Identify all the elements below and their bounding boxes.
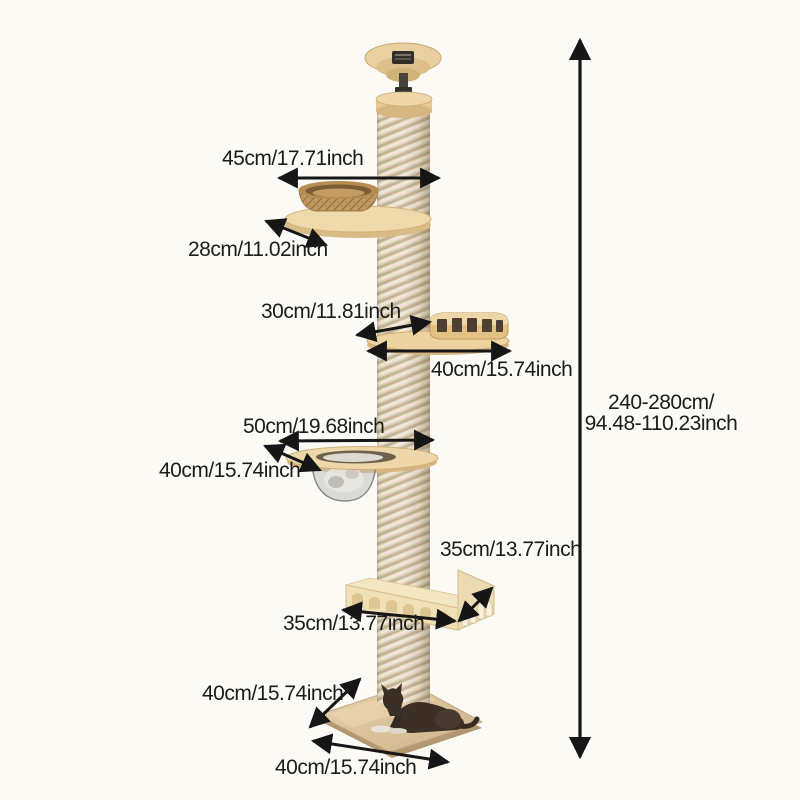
storage-basket <box>298 181 379 212</box>
dim-label-hammock-depth: 40cm/15.74inch <box>159 459 301 482</box>
cat-figure <box>371 683 480 734</box>
arrow-base-width <box>310 733 451 770</box>
dim-label-hammock-ring-width: 50cm/19.68inch <box>243 415 385 438</box>
screw-head <box>392 51 414 64</box>
dim-label-base-depth: 40cm/15.74inch <box>202 682 344 705</box>
arrow-bed-front-width <box>340 601 458 630</box>
dim-label-bed-side-depth: 35cm/13.77inch <box>440 538 582 561</box>
cat-head <box>381 683 404 710</box>
dim-label-overall-height: 240-280cm/ 94.48-110.23inch <box>583 392 739 434</box>
arrow-top-platform-depth <box>264 218 328 248</box>
dim-label-lounger-width: 40cm/15.74inch <box>431 358 573 381</box>
dimension-arrows <box>263 37 592 770</box>
capsule-hammock <box>285 446 439 502</box>
arrow-bed-side-depth <box>457 586 494 623</box>
dim-label-top-platform-width: 45cm/17.71inch <box>222 147 364 170</box>
dim-label-top-platform-depth: 28cm/11.02inch <box>188 238 328 261</box>
overall-height-line1: 240-280cm/ <box>608 391 714 414</box>
dim-label-base-width: 40cm/15.74inch <box>275 756 417 779</box>
overall-height-line2: 94.48-110.23inch <box>584 412 738 435</box>
arrow-lounger-depth <box>354 314 433 343</box>
arrow-hammock-ring-width <box>277 429 436 452</box>
dim-label-bed-front-width: 35cm/13.77inch <box>283 612 425 635</box>
arrow-hammock-depth <box>263 443 322 473</box>
threaded-rod <box>399 73 408 99</box>
dim-label-lounger-depth: 30cm/11.81inch <box>261 300 401 323</box>
arrow-base-depth <box>308 677 362 729</box>
ceiling-mount <box>364 42 442 118</box>
